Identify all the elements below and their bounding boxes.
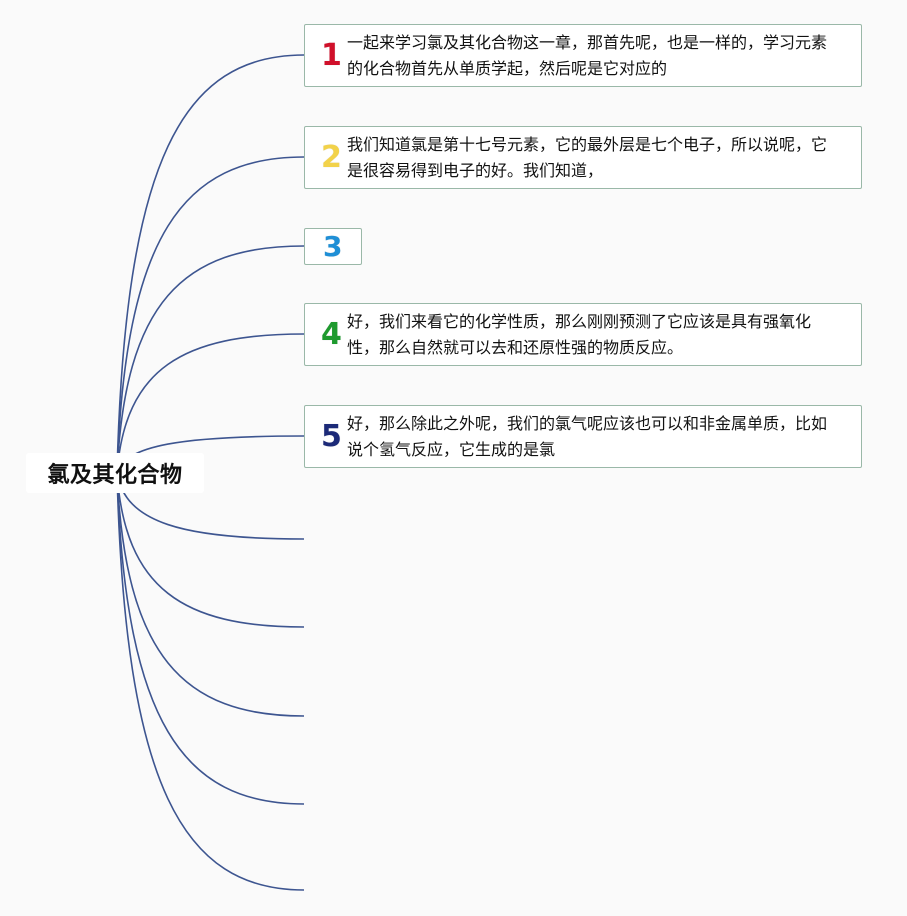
number-5-badge-icon: 5 — [321, 418, 342, 454]
root-topic-label: 氯及其化合物 — [47, 463, 183, 488]
branch-topic-5[interactable]: 5 好，那么除此之外呢，我们的氯气呢应该也可以和非金属单质，比如说个氢气反应，它… — [304, 405, 862, 468]
number-3-badge-icon: 3 — [323, 229, 343, 263]
number-2-badge-icon: 2 — [321, 139, 342, 175]
branch-topic-5-text: 好，那么除此之外呢，我们的氯气呢应该也可以和非金属单质，比如说个氢气反应，它生成… — [347, 413, 828, 459]
branch-topic-2[interactable]: 2 我们知道氯是第十七号元素，它的最外层是七个电子，所以说呢，它是很容易得到电子… — [304, 126, 862, 189]
connector-3 — [116, 245, 305, 474]
connector-9 — [116, 472, 305, 805]
connector-8 — [116, 472, 305, 717]
branch-topic-2-text: 我们知道氯是第十七号元素，它的最外层是七个电子，所以说呢，它是很容易得到电子的好… — [347, 134, 828, 180]
connector-4 — [116, 333, 305, 474]
connector-7 — [116, 472, 305, 628]
connector-10 — [116, 472, 305, 891]
number-4-badge-icon: 4 — [321, 316, 342, 352]
branch-topic-1-text: 一起来学习氯及其化合物这一章，那首先呢，也是一样的，学习元素的化合物首先从单质学… — [347, 32, 828, 78]
branch-topic-3[interactable]: 3 — [304, 228, 362, 265]
branch-topic-4[interactable]: 4 好，我们来看它的化学性质，那么刚刚预测了它应该是具有强氧化性，那么自然就可以… — [304, 303, 862, 366]
connector-1 — [116, 54, 305, 474]
branch-topic-4-text: 好，我们来看它的化学性质，那么刚刚预测了它应该是具有强氧化性，那么自然就可以去和… — [347, 311, 812, 357]
connector-2 — [116, 156, 305, 474]
root-topic[interactable]: 氯及其化合物 — [26, 453, 204, 493]
branch-topic-1[interactable]: 1 一起来学习氯及其化合物这一章，那首先呢，也是一样的，学习元素的化合物首先从单… — [304, 24, 862, 87]
number-1-badge-icon: 1 — [321, 37, 342, 73]
